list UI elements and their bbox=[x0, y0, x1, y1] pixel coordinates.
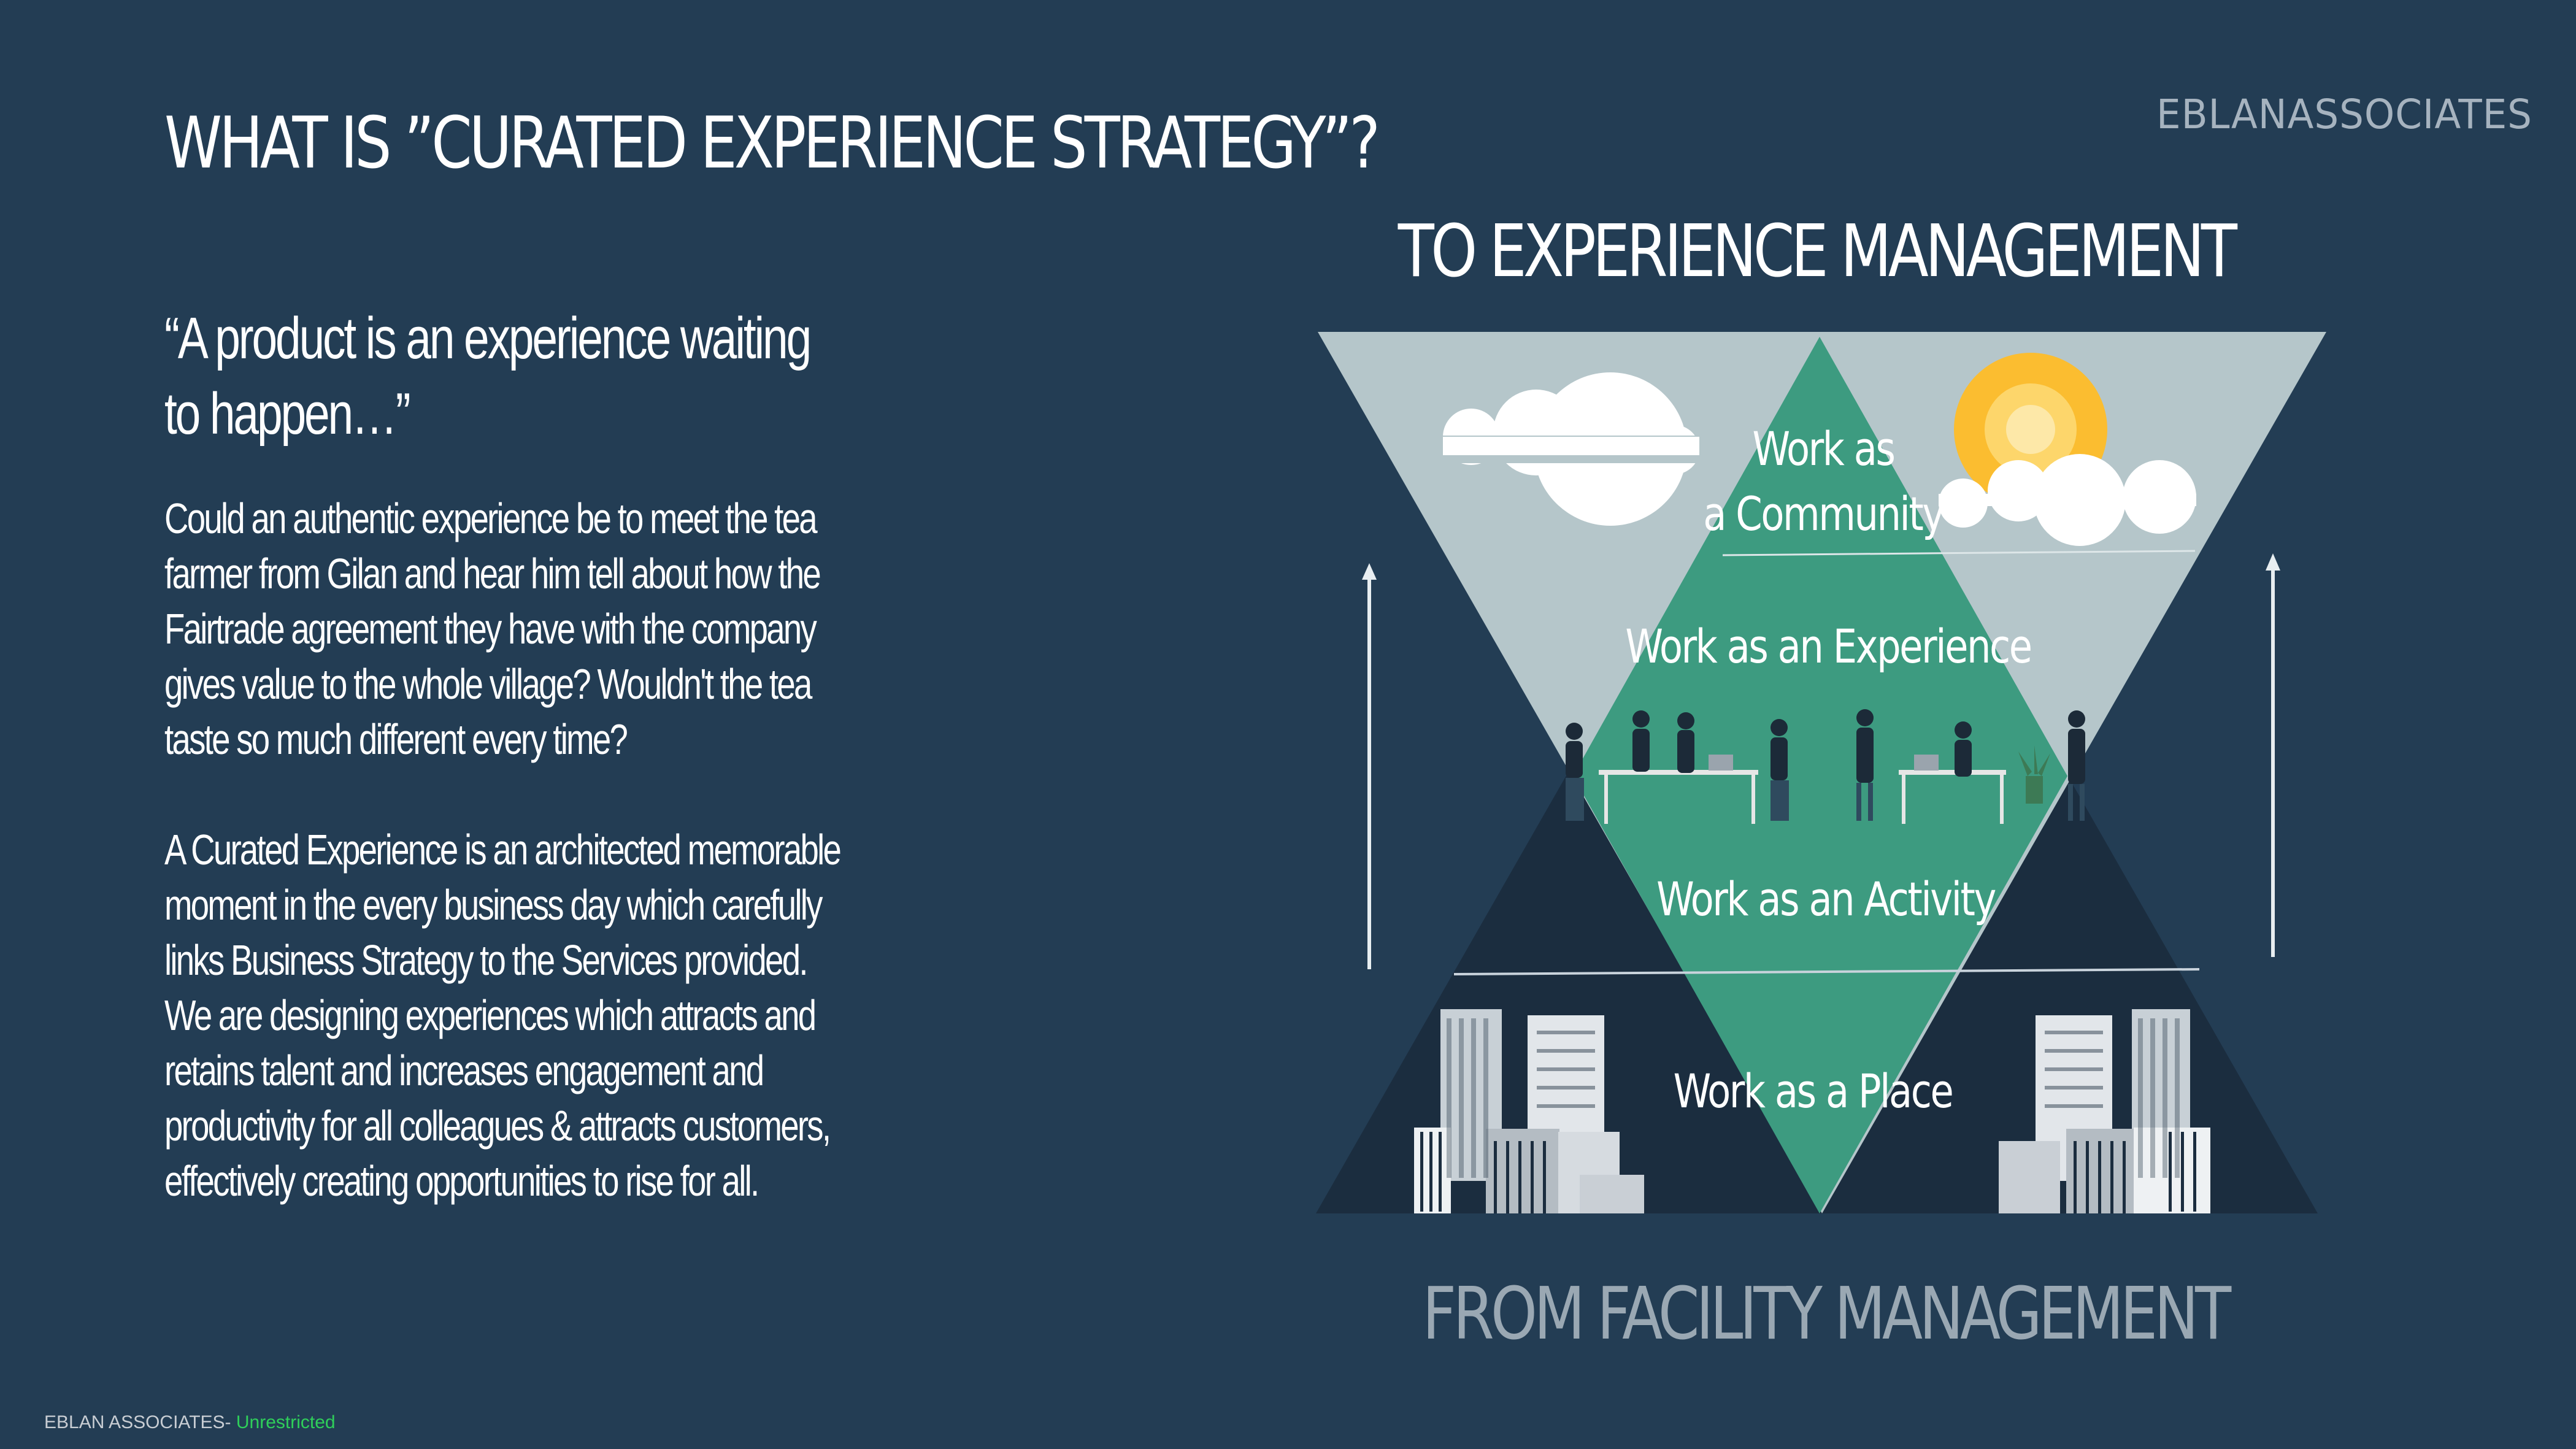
paragraph-text: A Curated Experience is an architected m… bbox=[164, 826, 842, 984]
classification-label: Unrestricted bbox=[236, 1412, 336, 1432]
footer-classification: EBLAN ASSOCIATES- Unrestricted bbox=[44, 1412, 336, 1433]
company-logo: EBLANASSOCIATES bbox=[2156, 91, 2532, 138]
level-label-experience: Work as an Experience bbox=[1625, 620, 2031, 674]
buildings-right-illustration bbox=[1999, 1009, 2210, 1213]
level-label-community: a Community bbox=[1703, 487, 1944, 542]
arrow-up-icon bbox=[1362, 563, 1377, 969]
cloud-icon bbox=[1939, 454, 2196, 546]
level-divider bbox=[1722, 550, 2196, 556]
quote-text: “A product is an experience waiting to h… bbox=[164, 306, 812, 447]
office-team-illustration bbox=[1566, 709, 2085, 824]
level-label-activity: Work as an Activity bbox=[1656, 872, 1996, 927]
paragraph-text: Could an authentic experience be to meet… bbox=[164, 494, 821, 763]
page-title: WHAT IS ”CURATED EXPERIENCE STRATEGY”? bbox=[164, 102, 1380, 185]
level-label-community: Work as bbox=[1752, 422, 1894, 477]
arrow-up-icon bbox=[2266, 553, 2280, 957]
paragraph-authentic-experience: Could an authentic experience be to meet… bbox=[164, 491, 858, 767]
top-label: TO EXPERIENCE MANAGEMENT bbox=[1398, 210, 2238, 294]
level-divider bbox=[1453, 968, 2200, 975]
paragraph-curated-experience: A Curated Experience is an architected m… bbox=[164, 822, 858, 1209]
cloud-icon bbox=[1443, 372, 1701, 526]
buildings-left-illustration bbox=[1414, 1009, 1644, 1213]
level-label-place: Work as a Place bbox=[1674, 1064, 1953, 1119]
paragraph-text: We are designing experiences which attra… bbox=[164, 991, 831, 1205]
green-diamond bbox=[1573, 337, 2067, 1213]
footer-owner: EBLAN ASSOCIATES- bbox=[44, 1412, 236, 1432]
bottom-label: FROM FACILITY MANAGEMENT bbox=[1423, 1272, 2232, 1356]
